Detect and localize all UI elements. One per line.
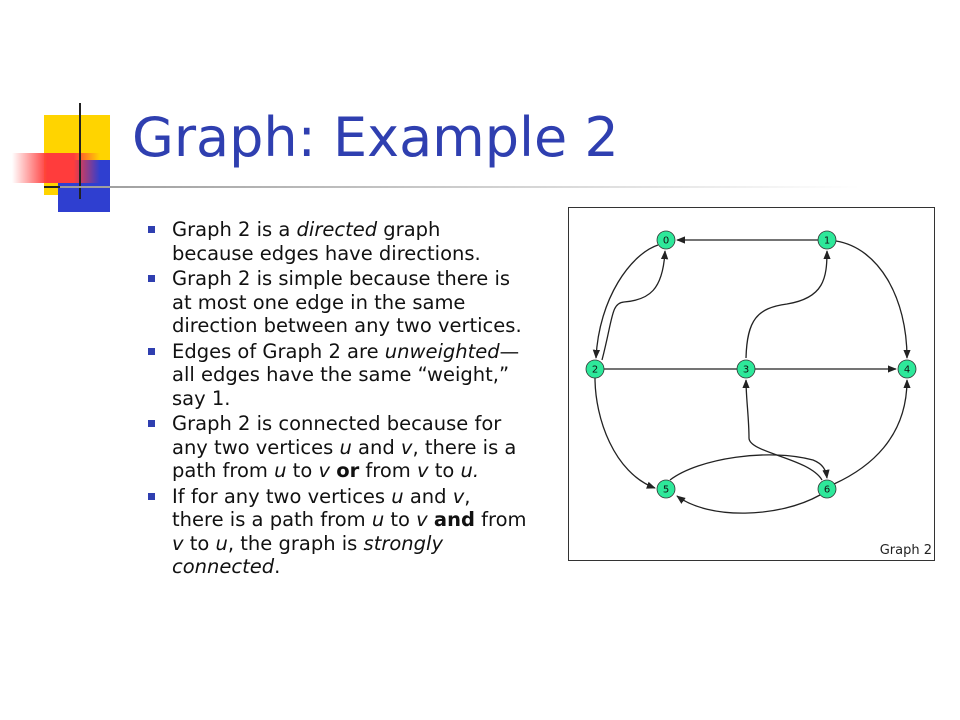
node-label: 2 [592, 365, 598, 376]
bullet-item: Graph 2 is simple because there is at mo… [148, 267, 528, 338]
bullet-text: If for any two vertices [172, 484, 392, 508]
bullet-text: unweighted [384, 339, 500, 363]
bullet-text: u [371, 508, 385, 531]
graph-panel: 0 1 2 3 4 5 6 Graph 2 [568, 207, 935, 561]
bullet-text: v [416, 508, 428, 531]
title-underline [60, 186, 860, 188]
edge-5-to-6 [669, 454, 830, 481]
node-circle [897, 359, 917, 379]
bullet-text: Graph 2 is simple because there is at mo… [172, 267, 522, 337]
bullet-text: u [339, 435, 352, 459]
graph-node-3: 3 [736, 359, 756, 379]
node-circle [656, 479, 676, 499]
bullet-text: and [433, 508, 475, 531]
edge-2-to-0 [601, 250, 669, 361]
node-circle [817, 230, 837, 250]
bullet-text: v [417, 459, 429, 482]
bullet-text: u [391, 484, 404, 508]
graph-caption: Graph 2 [879, 543, 932, 558]
node-circle [656, 230, 676, 250]
bullet-text: , there is a path from [172, 484, 471, 532]
graph-node-6: 6 [817, 479, 837, 499]
bullet-text: . [274, 555, 281, 578]
edge-0-to-2 [592, 244, 659, 359]
bullet-text: to [428, 459, 461, 482]
vertical-line-decoration [79, 103, 81, 199]
bullet-text: to [286, 459, 319, 482]
bullet-text: to [384, 508, 417, 531]
bullet-text: to [183, 531, 216, 555]
graph-diagram: 0 1 2 3 4 5 6 [585, 230, 917, 514]
bullet-text: directed [296, 218, 378, 241]
bullet-text: and [403, 484, 453, 508]
bullet-text: strongly connected [172, 531, 443, 579]
bullet-item: Graph 2 is connected because for any two… [148, 412, 528, 483]
node-label: 0 [663, 236, 669, 247]
graph-node-5: 5 [656, 479, 676, 499]
edge-2-to-5 [594, 377, 656, 489]
bullet-text: Edges of Graph 2 are [172, 339, 385, 363]
bullet-text: u. [460, 459, 480, 482]
node-label: 6 [824, 485, 830, 496]
red-bar-decoration [12, 153, 100, 183]
bullet-text: Graph 2 is connected because for any two… [172, 412, 502, 459]
bullet-text: Graph 2 is a [172, 218, 297, 241]
bullet-text: v [318, 459, 330, 482]
bullet-text: u [274, 459, 287, 482]
bullet-square-icon [148, 226, 155, 233]
graph-node-2: 2 [585, 359, 605, 379]
bullet-text: —all edges have the same “weight,” say 1… [172, 339, 520, 410]
edge-6-to-3 [742, 379, 823, 481]
bullet-square-icon [148, 347, 155, 355]
edge-6-to-4 [833, 379, 911, 485]
bullet-item: Graph 2 is a directed graph because edge… [148, 218, 528, 265]
node-circle [736, 359, 756, 379]
edge-1-to-4 [835, 240, 911, 359]
bullet-text: from [474, 508, 527, 531]
bullet-item: Edges of Graph 2 are unweighted—all edge… [148, 340, 528, 411]
node-label: 1 [824, 236, 830, 247]
bullet-text: v [172, 531, 184, 555]
graph-node-4: 4 [897, 359, 917, 379]
node-label: 4 [904, 365, 910, 376]
bullet-text: from [359, 459, 417, 482]
node-label: 3 [743, 365, 749, 376]
graph-node-0: 0 [656, 230, 676, 250]
node-label: 5 [663, 485, 669, 496]
slide-title: Graph: Example 2 [132, 106, 619, 169]
bullet-item: If for any two vertices u and v, there i… [148, 485, 528, 579]
node-circle [585, 359, 605, 379]
edge-6-to-5 [676, 494, 821, 514]
graph-node-1: 1 [817, 230, 837, 250]
bullet-text: graph because edges have directions. [172, 218, 481, 265]
edge-3-to-1 [745, 250, 831, 359]
bullet-square-icon [148, 275, 155, 282]
bullet-square-icon [148, 492, 155, 500]
bullet-text: or [336, 459, 360, 482]
node-circle [817, 479, 837, 499]
bullet-text: v [452, 484, 465, 508]
bullet-text: , the graph is [227, 531, 364, 555]
bullet-square-icon [148, 420, 155, 427]
bullet-list: Graph 2 is a directed graph because edge… [148, 218, 528, 581]
bullet-text: , there is a path from [172, 435, 517, 483]
bullet-text: v [400, 435, 413, 459]
bullet-text: u [215, 531, 228, 555]
bullet-text: and [351, 435, 401, 459]
